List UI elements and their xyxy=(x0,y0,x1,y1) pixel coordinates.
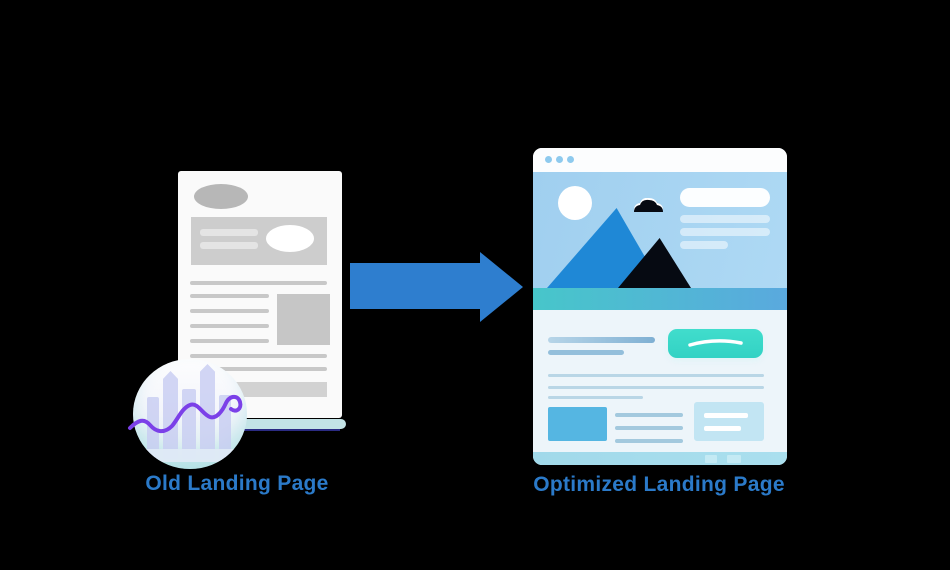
document-base-tray xyxy=(233,419,346,429)
chart-base xyxy=(141,449,239,462)
hero-ground-band xyxy=(533,288,787,310)
text-line-placeholder xyxy=(190,281,327,285)
old-landing-page-mockup xyxy=(178,171,342,418)
body-text-line xyxy=(548,386,764,389)
content-heading-line xyxy=(548,337,655,343)
content-heading-line xyxy=(548,350,624,355)
footer-block xyxy=(727,455,741,463)
browser-title-bar xyxy=(533,148,787,172)
bar-chart-bar xyxy=(163,371,178,459)
arrow-right-icon xyxy=(350,252,523,322)
body-text-line xyxy=(615,426,683,430)
body-text-line xyxy=(548,374,764,377)
trend-line-icon xyxy=(128,394,243,434)
card-text-line xyxy=(704,426,741,431)
footer-block xyxy=(705,455,717,463)
window-dot-icon xyxy=(545,156,552,163)
text-line-placeholder xyxy=(190,324,269,328)
text-line-placeholder xyxy=(190,309,269,313)
text-line-placeholder xyxy=(190,294,269,298)
logo-placeholder xyxy=(194,184,248,209)
cta-button xyxy=(668,329,763,358)
button-placeholder xyxy=(266,225,314,252)
image-placeholder xyxy=(277,294,330,345)
old-landing-page-label: Old Landing Page xyxy=(145,472,329,495)
body-text-line xyxy=(615,439,683,443)
bar-chart-bar xyxy=(200,364,215,459)
window-dot-icon xyxy=(567,156,574,163)
browser-footer-bar xyxy=(533,452,787,465)
cta-swoosh-icon xyxy=(688,339,743,347)
optimized-landing-page-label: Optimized Landing Page xyxy=(533,473,785,496)
hero-headline-placeholder xyxy=(680,188,770,207)
body-text-line xyxy=(615,413,683,417)
optimized-landing-page-mockup xyxy=(533,148,787,465)
hero-section xyxy=(533,172,787,288)
cloud-icon xyxy=(634,198,663,212)
info-card-placeholder xyxy=(694,402,764,441)
text-line-placeholder xyxy=(190,339,269,343)
text-line-placeholder xyxy=(200,229,258,236)
text-line-placeholder xyxy=(200,242,258,249)
body-text-line xyxy=(548,396,643,399)
hero-text-line xyxy=(680,215,770,223)
document-base-shadow xyxy=(236,429,340,431)
text-line-placeholder xyxy=(208,367,327,371)
thumbnail-placeholder xyxy=(548,407,607,441)
old-header-block xyxy=(191,217,327,265)
card-text-line xyxy=(704,413,748,418)
text-line-placeholder xyxy=(190,354,327,358)
hero-text-line xyxy=(680,241,728,249)
sun-icon xyxy=(558,186,592,220)
hero-text-line xyxy=(680,228,770,236)
window-dot-icon xyxy=(556,156,563,163)
